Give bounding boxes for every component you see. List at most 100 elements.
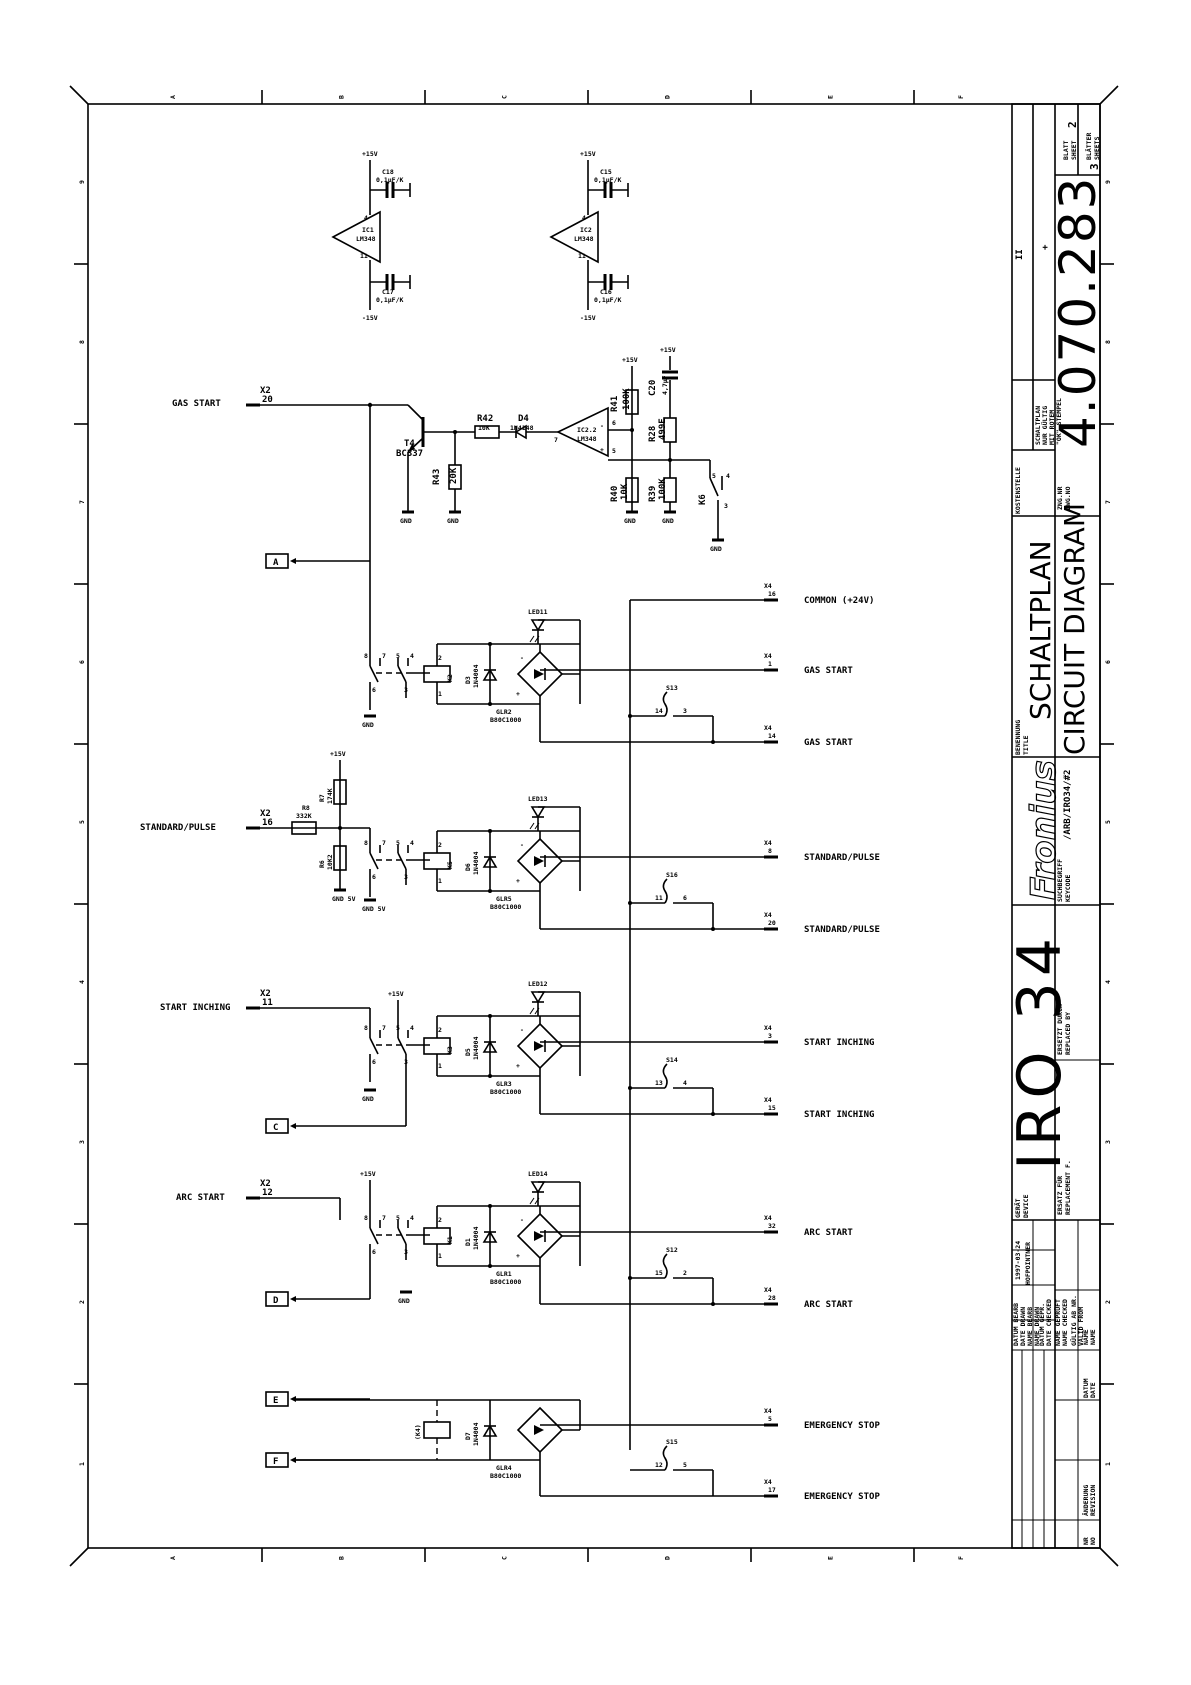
gnd-r40-label: GND: [624, 517, 636, 525]
diode-type: 1N4004: [472, 1036, 480, 1060]
marker-box-C: [265, 1118, 289, 1134]
marker-arrow-A: [290, 558, 296, 564]
replaced-by-en: REPLACED BY: [1064, 1012, 1072, 1055]
x2-label-pulse: X2: [260, 809, 271, 819]
marker-arrow-F: [290, 1457, 296, 1463]
start-inching-signal: START INCHING: [160, 1003, 230, 1013]
led-ray-1: [529, 1007, 535, 1015]
x2-label-arc: X2: [260, 1179, 271, 1189]
bridge-minus: -: [520, 654, 524, 662]
x4-out-1-a-label: STANDARD/PULSE: [804, 853, 880, 863]
opamp-type: LM348: [356, 235, 376, 243]
marker-D: D: [273, 1296, 279, 1306]
diode-ref: D1: [464, 1238, 472, 1246]
k6-p4: 4: [726, 472, 730, 480]
s15-pin-b: 5: [683, 1461, 687, 1469]
node-b: [488, 1074, 492, 1078]
pin-6: 6: [372, 1058, 376, 1066]
validity-line-2: NUR GÜLTIG: [1040, 406, 1049, 445]
x2-pin-inching: 11: [262, 998, 273, 1008]
coil-pin-1: 1: [438, 1252, 442, 1260]
ic22-pin6: 6: [612, 419, 616, 427]
grid-row-left-6: 6: [78, 660, 86, 664]
bridge-diode: [534, 856, 544, 866]
contact-arm-2: [397, 1227, 407, 1245]
opamp-triangle: [331, 210, 381, 264]
gnd-r6-label: GND 5V: [332, 895, 356, 903]
ic22-ref: IC2.2: [577, 426, 597, 434]
opamp-pin-top: 4: [582, 214, 586, 222]
contact-arm-1: [369, 1037, 379, 1055]
grid-row-left-1: 1: [78, 1462, 86, 1466]
r7-val: 174K: [326, 788, 334, 804]
pin-7: 7: [382, 652, 386, 660]
keycode-value: /ARB/IRO34/#2: [1063, 770, 1073, 840]
x4-out-0-a-pin: 1: [768, 660, 772, 668]
k6-ref: K6: [698, 494, 708, 505]
node-a: [488, 1204, 492, 1208]
revision-label-de: ÄNDERUNG: [1081, 1485, 1090, 1516]
bridge-ref: GLR3: [496, 1080, 512, 1088]
svg-text:+: +: [600, 446, 604, 454]
x2-label-inching: X2: [260, 989, 271, 999]
grid-col-bottom-C: C: [501, 1556, 509, 1560]
contact-arm-2: [397, 852, 407, 870]
led-ray-1: [529, 822, 535, 830]
name-label-en: NAME: [1089, 1329, 1097, 1345]
opamp-ref: IC2: [580, 226, 592, 234]
d4-type: 1N4148: [510, 424, 534, 432]
marker-A: A: [273, 558, 279, 568]
grid-row-left-7: 7: [78, 500, 86, 504]
pin-3: 3: [404, 686, 408, 694]
diode-body: [482, 1040, 498, 1053]
switch-node: [628, 1086, 632, 1090]
name-drawn-label-en: NAME DRAWN: [1033, 1307, 1041, 1346]
cost-center-label: KOSTENSTELLE: [1014, 467, 1022, 514]
r8-body: [291, 821, 317, 835]
contact-arm-2: [397, 665, 407, 683]
date-checked-label-de: DATUM GEPR.: [1038, 1303, 1046, 1346]
validity-line-4: "OK" STEMPEL: [1055, 398, 1063, 445]
pin-8: 8: [364, 1214, 368, 1222]
grid-row-left-2: 2: [78, 1300, 86, 1304]
bridge-minus: -: [520, 1026, 524, 1034]
grid-col-top-C: C: [501, 95, 509, 99]
marker-box-D: [265, 1291, 289, 1307]
r6-body: [333, 845, 347, 871]
grid-row-right-1: 1: [1104, 1462, 1112, 1466]
k6-p3: 3: [724, 502, 728, 510]
grid-col-top-F: F: [957, 95, 965, 99]
r8-val: 332K: [296, 812, 312, 820]
pin-6: 6: [372, 1248, 376, 1256]
cap-top-ref: C15: [600, 168, 612, 176]
gnd-k5-label: GND 5V: [362, 905, 386, 913]
led-ray-1: [529, 635, 535, 643]
sheets-label-de: BLÄTTER: [1084, 133, 1093, 160]
relay-ref: K5: [446, 861, 454, 869]
t4-type: BC337: [396, 449, 423, 459]
bridge-plus: +: [516, 877, 520, 885]
node-a: [488, 642, 492, 646]
opamp-pin-top: 4: [364, 214, 368, 222]
x4-out-2-b-label: START INCHING: [804, 1110, 874, 1120]
x4-out-2-b-pin: 15: [768, 1104, 776, 1112]
x2-label-gas: X2: [260, 386, 271, 396]
title-en: CIRCUIT DIAGRAM: [1058, 503, 1091, 755]
switch-ref: S16: [666, 871, 678, 879]
contact-arm-2: [397, 1037, 407, 1055]
glr4-type: B80C1000: [490, 1472, 521, 1480]
bridge-plus: +: [516, 1062, 520, 1070]
r41-val: 100K: [622, 388, 632, 410]
x4-out-3-a-label: ARC START: [804, 1228, 853, 1238]
mark-1: II: [1015, 249, 1025, 260]
gnd-k1-label: GND: [398, 1297, 410, 1305]
opamp-vneg-label: -15V: [580, 314, 596, 322]
led-ray-2: [534, 635, 540, 643]
grid-row-right-4: 4: [1104, 980, 1112, 984]
diode-ref: D5: [464, 1048, 472, 1056]
bridge-type: B80C1000: [490, 716, 521, 724]
